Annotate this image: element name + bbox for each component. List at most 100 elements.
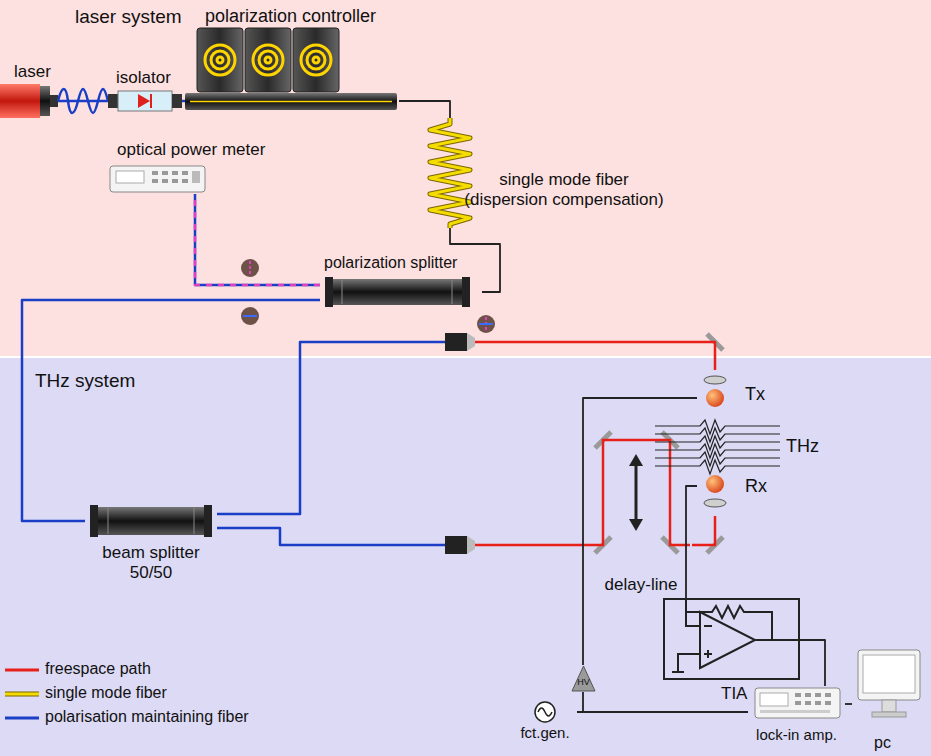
delay-arrow <box>635 464 638 521</box>
component-label: isolator <box>116 68 171 88</box>
legend-text: polarisation maintaining fiber <box>45 708 249 726</box>
function-generator-symbol <box>538 708 552 716</box>
polarization-controller-symbol <box>185 93 397 110</box>
beam-splitter-symbol <box>90 505 98 537</box>
polarization-controller-symbol <box>185 28 397 110</box>
legend-line <box>5 717 39 720</box>
fiber-connector <box>577 692 583 712</box>
polarization-splitter: polarization splitter <box>320 254 482 312</box>
opamp-symbol <box>672 671 684 673</box>
fiber-connector <box>217 342 715 514</box>
thz-waves <box>655 452 780 466</box>
laser-source: laser <box>0 62 58 122</box>
delay-arrow <box>629 519 643 531</box>
fiber-connector <box>217 342 445 514</box>
isolator-symbol <box>150 94 152 108</box>
mirror-symbol <box>595 334 723 553</box>
polarization-controller-symbol <box>253 45 283 75</box>
component-label: Rx <box>745 476 767 497</box>
polarization-state-icon <box>479 323 493 325</box>
thz-waves <box>655 436 780 450</box>
lock-in-amplifier: lock-in amp. <box>748 686 845 746</box>
detector-antenna: Rx <box>697 470 790 516</box>
power-meter: optical power meter <box>105 140 285 194</box>
fiber-connector <box>182 101 185 102</box>
fiber-connector <box>686 486 697 598</box>
function-generator: fct.gen. <box>515 700 577 756</box>
polarization-controller-symbol <box>307 51 325 69</box>
polarization-controller-symbol <box>265 57 271 63</box>
laser-symbol <box>40 86 50 116</box>
antenna-symbol <box>706 389 724 407</box>
pc-icon <box>863 655 915 693</box>
lock-in-icon <box>805 693 811 697</box>
fiber-connector <box>583 398 697 665</box>
lock-in-icon <box>795 701 801 705</box>
fiber-connector <box>800 640 825 686</box>
polarization-splitter-symbol <box>325 279 470 305</box>
fiber-connector <box>577 711 748 713</box>
beam-splitter-symbol <box>204 505 212 537</box>
isolator-symbol <box>108 94 118 108</box>
polarization-controller-symbol <box>197 28 243 92</box>
isolator-symbol <box>108 91 182 111</box>
thz-waves <box>655 420 780 434</box>
lock-in-icon <box>805 701 811 705</box>
opamp-symbol <box>707 650 709 658</box>
pc-icon <box>872 712 906 717</box>
power-meter-icon <box>162 171 168 175</box>
emitter-antenna: Tx <box>697 370 790 414</box>
component-label: delay-line <box>592 575 690 595</box>
lock-in-icon <box>760 710 830 713</box>
fiber-connector <box>845 704 852 705</box>
collimator-symbol <box>467 536 475 554</box>
delay-arrow <box>629 454 643 531</box>
fiber-coil <box>58 89 108 113</box>
function-generator-symbol <box>535 702 555 722</box>
fiber-connector <box>475 342 715 370</box>
beam-splitter-symbol <box>90 507 212 535</box>
isolator-symbol <box>118 91 172 111</box>
legend-line <box>5 665 41 675</box>
fiber-connector <box>686 486 697 598</box>
polarization-controller-symbol <box>293 28 339 92</box>
component-label: single mode fiber (dispersion compensati… <box>460 170 668 209</box>
polarization-controller-symbol <box>245 28 291 92</box>
polarization-state-icon <box>241 259 259 277</box>
component-label: pc <box>874 734 891 752</box>
power-meter-icon <box>162 179 168 183</box>
fiber-connector <box>195 194 320 285</box>
legend-line <box>5 693 39 696</box>
component-label: beam splitter 50/50 <box>96 543 206 582</box>
laser-symbol <box>50 95 58 107</box>
polarization-controller-symbol <box>259 51 277 69</box>
band-fill <box>0 356 931 358</box>
delay-line: delay-line <box>592 430 692 598</box>
opamp-symbol <box>686 606 772 640</box>
pc-icon <box>858 650 920 717</box>
delay-arrow <box>629 454 643 466</box>
polarization-state-icon <box>249 261 251 275</box>
opamp-symbol <box>678 654 700 672</box>
band-fill <box>0 357 931 756</box>
component-label: polarization controller <box>205 6 376 27</box>
beam-splitter-symbol <box>90 505 212 537</box>
polarization-controller-symbol <box>211 51 229 69</box>
fiber-connector <box>583 398 697 665</box>
lock-in-icon <box>825 701 831 705</box>
polarization-controller-symbol <box>205 45 331 75</box>
fiber-connector <box>58 101 108 102</box>
polarization-controller-symbol <box>313 57 319 63</box>
fiber-connector <box>845 703 852 705</box>
polarization-state-icon <box>243 315 257 317</box>
beam-splitter: beam splitter 50/50 <box>85 505 217 583</box>
polarization-splitter-symbol <box>325 277 470 307</box>
component-label: fct.gen. <box>515 724 575 741</box>
fiber-connector <box>182 100 185 103</box>
power-meter-icon <box>192 171 200 183</box>
polarization-controller-symbol <box>217 57 223 63</box>
fiber-connector <box>450 228 500 292</box>
